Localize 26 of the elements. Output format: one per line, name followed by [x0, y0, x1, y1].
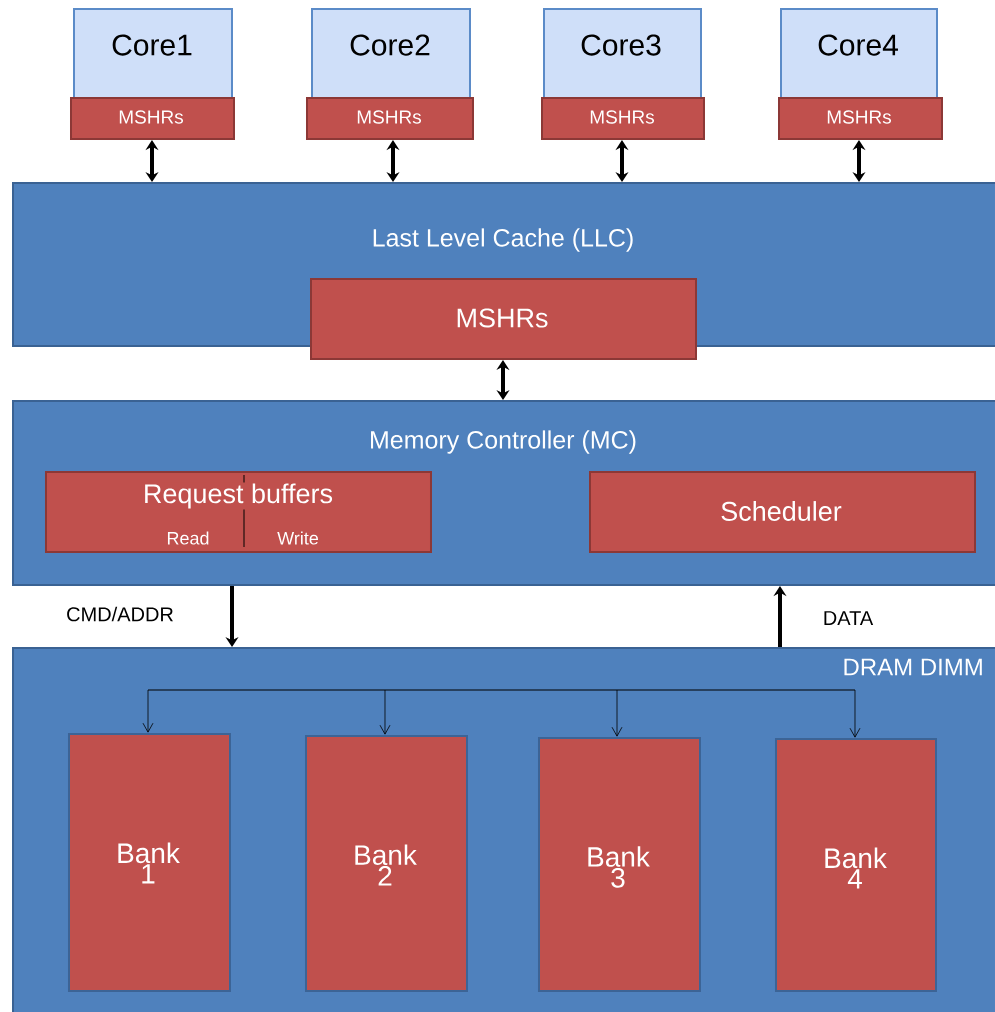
arrow — [379, 689, 391, 735]
scheduler-box: Scheduler — [589, 471, 976, 553]
core-box: Core1 — [73, 8, 233, 102]
mshr-box: MSHRs — [541, 97, 705, 140]
arrow — [142, 689, 154, 733]
request-buffer-box: Request buffers Read Write — [45, 471, 432, 553]
arrow — [496, 360, 510, 400]
arrow — [145, 140, 159, 182]
bank-box: Bank 1 — [68, 733, 231, 992]
edge-label: DATA — [821, 610, 875, 626]
arrow — [852, 140, 866, 182]
core-box: Core2 — [311, 8, 471, 102]
core-box: Core3 — [543, 8, 702, 102]
arrow — [386, 140, 400, 182]
mshr-box: MSHRs — [70, 97, 235, 140]
bank-box: Bank 4 — [775, 738, 937, 992]
bank-box: Bank 2 — [305, 735, 468, 992]
mshr-box: MSHRs — [778, 97, 943, 140]
arrow — [615, 140, 629, 182]
mshr-box: MSHRs — [310, 278, 697, 360]
mshr-box: MSHRs — [306, 97, 474, 140]
edge-label: CMD/ADDR — [65, 605, 175, 623]
arrow — [611, 689, 623, 737]
bank-box: Bank 3 — [538, 737, 701, 992]
arrow — [849, 689, 861, 738]
core-box: Core4 — [780, 8, 938, 102]
